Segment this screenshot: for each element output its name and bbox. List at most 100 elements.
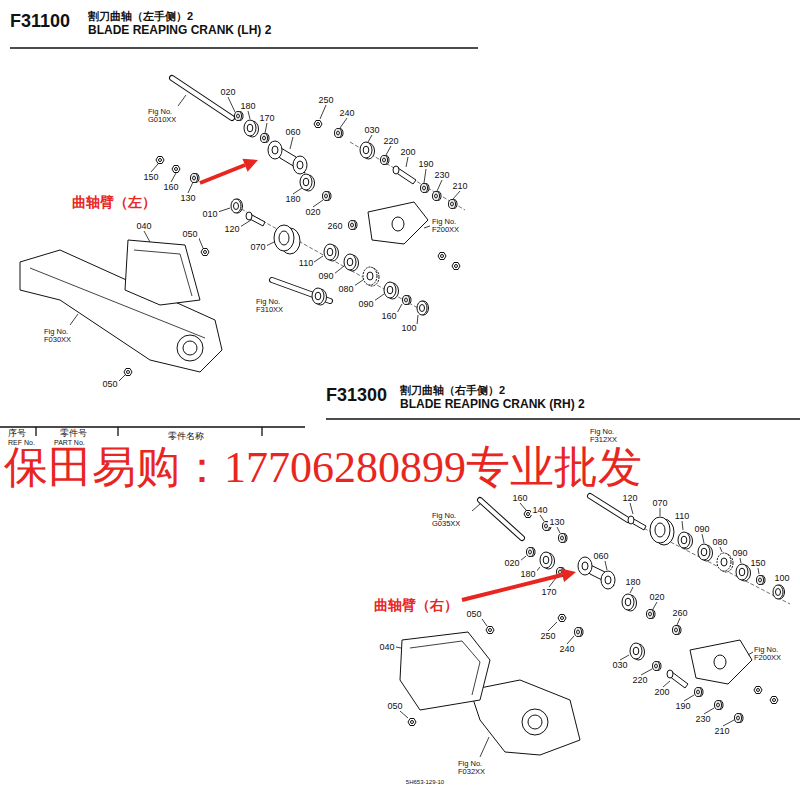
callout-number: 050 xyxy=(465,610,482,619)
part xyxy=(673,626,682,635)
part xyxy=(773,585,785,599)
header-rule xyxy=(326,418,800,419)
crank-arm xyxy=(297,161,303,169)
annotation-arrow xyxy=(200,159,258,183)
title-chinese: 割刀曲轴（右手侧）2 xyxy=(400,384,505,396)
drum xyxy=(650,517,670,543)
part xyxy=(630,643,645,660)
callout-number: 160 xyxy=(511,494,528,503)
callout-number: 230 xyxy=(694,715,711,724)
gear-case xyxy=(177,335,203,361)
part xyxy=(408,719,416,726)
cover xyxy=(410,641,480,695)
part xyxy=(698,544,713,561)
callout-number: 030 xyxy=(363,126,380,135)
cover xyxy=(125,240,200,305)
callout-number: 060 xyxy=(592,552,609,561)
part xyxy=(231,199,243,213)
table-header: 零件号 xyxy=(60,429,87,439)
part xyxy=(124,112,460,376)
gear-case xyxy=(470,680,580,755)
header-rule xyxy=(10,47,478,48)
callout-number: 010 xyxy=(201,210,218,219)
part xyxy=(172,166,180,173)
table-header: 序号 xyxy=(8,429,26,439)
figure-code: F31300 xyxy=(326,386,387,406)
gear-case xyxy=(528,715,542,729)
figure-reference: Fig No. F032XX xyxy=(458,760,496,777)
callout-number: 220 xyxy=(382,137,399,146)
part xyxy=(559,534,568,543)
callout-number: 240 xyxy=(558,645,575,654)
figure-reference: Fig No. F200XX xyxy=(432,218,470,235)
shaft xyxy=(480,500,522,538)
crank-arm xyxy=(605,576,611,584)
bracket xyxy=(690,640,752,684)
part xyxy=(433,192,442,201)
callout-number: 080 xyxy=(711,538,728,547)
part xyxy=(421,184,430,193)
part xyxy=(449,200,458,209)
callout-number: 100 xyxy=(400,324,417,333)
callout-number: 060 xyxy=(284,128,301,137)
callout-number: 020 xyxy=(304,208,321,217)
drum xyxy=(655,523,665,537)
part xyxy=(408,511,785,726)
callout-number: 250 xyxy=(317,96,334,105)
part xyxy=(735,714,744,723)
annotation: 曲轴臂（右） xyxy=(374,598,458,613)
callout-number: 200 xyxy=(399,148,416,157)
figure-code: F31100 xyxy=(10,12,70,32)
callout-number: 230 xyxy=(433,171,450,180)
part xyxy=(244,120,259,137)
crank-arm xyxy=(268,141,307,174)
part xyxy=(540,552,555,569)
part xyxy=(381,156,390,165)
part xyxy=(647,610,656,619)
part xyxy=(486,627,494,634)
callout-number: 040 xyxy=(378,643,395,652)
part xyxy=(124,369,132,376)
callout-number: 120 xyxy=(621,494,638,503)
callout-number: 240 xyxy=(338,109,355,118)
callout-number: 170 xyxy=(258,114,275,123)
callout-number: 140 xyxy=(531,506,548,515)
callout-number: 040 xyxy=(135,222,152,231)
drum xyxy=(650,517,674,545)
callout-number: 100 xyxy=(773,574,790,583)
callout-number: 210 xyxy=(451,182,468,191)
part xyxy=(344,254,359,271)
crank-arm xyxy=(268,141,282,159)
callout-number: 180 xyxy=(624,578,641,587)
part xyxy=(235,112,244,121)
callout-number: 050 xyxy=(181,230,198,239)
crank-arm xyxy=(293,156,307,174)
drum xyxy=(279,231,289,245)
callout-number: 050 xyxy=(386,702,403,711)
callout-number: 020 xyxy=(503,559,520,568)
pin xyxy=(667,670,688,688)
part xyxy=(754,687,762,694)
callout-number: 110 xyxy=(298,259,314,268)
drawing-number: 5H653-129-10 xyxy=(406,779,444,786)
callout-number: 260 xyxy=(326,222,343,231)
callout-number: 160 xyxy=(162,183,179,192)
leader-line xyxy=(396,503,759,757)
cover xyxy=(125,240,200,305)
shaft xyxy=(480,500,522,538)
part xyxy=(715,701,724,710)
part xyxy=(191,174,200,183)
part xyxy=(384,282,399,299)
figure-reference: Fig No. F312XX xyxy=(590,428,628,445)
callout-number: 090 xyxy=(731,549,748,558)
part xyxy=(695,688,704,697)
bolt xyxy=(628,516,634,524)
callout-number: 050 xyxy=(101,380,118,389)
table-rule xyxy=(0,427,305,436)
bracket xyxy=(368,202,428,244)
callout-number: 260 xyxy=(671,609,688,618)
callout-number: 020 xyxy=(219,88,236,97)
table-header: 零件名称 xyxy=(168,432,204,442)
callout-number: 180 xyxy=(239,102,256,111)
